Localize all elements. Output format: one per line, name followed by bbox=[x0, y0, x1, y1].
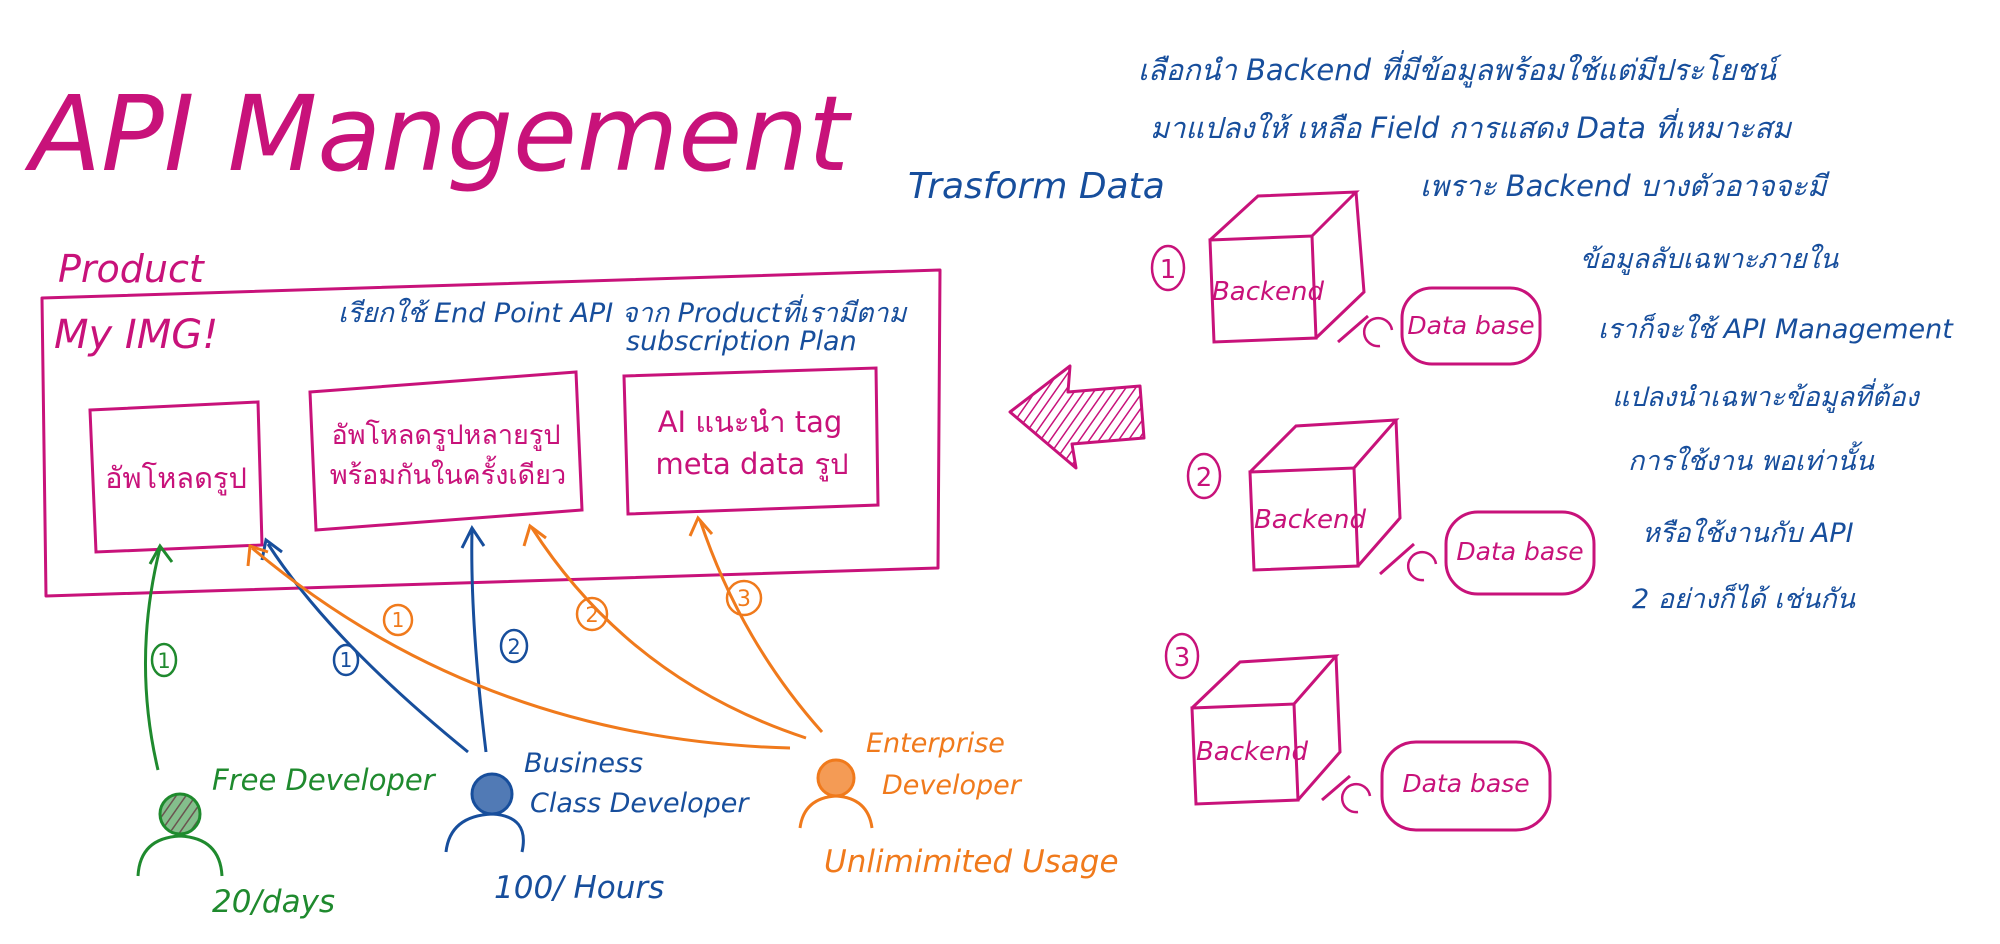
connector-line bbox=[1321, 774, 1351, 802]
arrow-label-circle: 1 bbox=[150, 642, 178, 678]
product-header-line2: subscription Plan bbox=[626, 326, 857, 357]
endpoint-label-line1: AI แนะนำ tag bbox=[658, 405, 843, 439]
arrow-label-circle: 3 bbox=[725, 579, 763, 617]
developer-quota: Unlimimited Usage bbox=[824, 844, 1119, 880]
backend-group-2: 2 Backend Data base bbox=[1186, 418, 1596, 596]
backend-number: 3 bbox=[1174, 643, 1191, 673]
endpoint-label-line2: พร้อมกันในครั้งเดียว bbox=[330, 455, 566, 491]
side-note-line6: 2 อย่างก็ได้ เช่นกัน bbox=[1632, 583, 1857, 615]
arrow-enterprise-to-upload bbox=[251, 546, 791, 750]
backend-label: Backend bbox=[1212, 277, 1325, 307]
svg-text:3: 3 bbox=[737, 587, 751, 612]
endpoint-box-ai-tag: AI แนะนำ tag meta data รูป bbox=[622, 366, 880, 516]
number-circle bbox=[1186, 452, 1222, 500]
backend-group-3: 3 Backend Data base bbox=[1164, 632, 1552, 832]
person-icon bbox=[798, 758, 874, 829]
arrow-free-to-upload bbox=[144, 547, 162, 771]
arrowhead bbox=[460, 525, 486, 549]
product-section-label: Product bbox=[58, 247, 206, 291]
arrow-label-circle: 2 bbox=[499, 628, 529, 664]
database-label: Data base bbox=[1402, 769, 1529, 798]
arrow-business-to-upload bbox=[266, 543, 469, 754]
database-box bbox=[1400, 286, 1542, 366]
side-note-line1: ข้อมูลลับเฉพาะภายใน bbox=[1580, 243, 1840, 276]
arrow-enterprise-to-ai bbox=[698, 519, 824, 733]
svg-text:2: 2 bbox=[585, 603, 598, 627]
connector-line bbox=[1337, 314, 1369, 344]
developer-name-line1: Business bbox=[524, 748, 643, 779]
endpoint-label-line1: อัพโหลดรูปหลายรูป bbox=[332, 420, 561, 451]
diagram-title: API Mangement bbox=[24, 73, 852, 195]
arrow-business-to-multi bbox=[470, 529, 488, 753]
svg-text:1: 1 bbox=[157, 649, 170, 673]
arrowhead bbox=[246, 543, 269, 567]
database-box bbox=[1444, 510, 1596, 596]
person-icon bbox=[444, 772, 525, 853]
server-cube-icon bbox=[1248, 418, 1402, 572]
sync-icon bbox=[1362, 316, 1394, 348]
backend-number: 1 bbox=[1160, 255, 1177, 285]
developer-free: Free Developer 20/days bbox=[136, 763, 437, 920]
server-cube-icon bbox=[1208, 190, 1366, 344]
number-circle bbox=[1150, 244, 1186, 292]
sync-icon bbox=[1340, 782, 1372, 814]
database-box bbox=[1380, 740, 1552, 832]
database-label: Data base bbox=[1456, 537, 1583, 566]
product-header-line1: เรียกใช้ End Point API จาก Productที่เรา… bbox=[338, 294, 907, 329]
developer-name-line1: Enterprise bbox=[866, 728, 1005, 759]
arrowhead bbox=[148, 543, 174, 565]
arrowhead bbox=[688, 515, 714, 537]
side-note-line5: หรือใช้งานกับ API bbox=[1642, 517, 1854, 549]
developer-enterprise: Enterprise Developer Unlimimited Usage bbox=[798, 728, 1119, 880]
developer-name-line2: Developer bbox=[882, 770, 1023, 801]
transform-label: Trasform Data bbox=[908, 166, 1165, 207]
side-note-line2: เราก็จะใช้ API Management bbox=[1598, 313, 1954, 345]
product-name: My IMG! bbox=[54, 312, 218, 358]
endpoint-box-multi-upload: อัพโหลดรูปหลายรูป พร้อมกันในครั้งเดียว bbox=[308, 370, 584, 532]
svg-text:2: 2 bbox=[507, 635, 520, 659]
backend-label: Backend bbox=[1196, 737, 1309, 767]
transform-note-line3: เพราะ Backend บางตัวอาจจะมี bbox=[1420, 169, 1830, 203]
connector-line bbox=[1379, 542, 1415, 576]
arrow-enterprise-to-multi bbox=[530, 527, 807, 740]
sync-icon bbox=[1406, 550, 1438, 582]
endpoint-label: อัพโหลดรูป bbox=[105, 461, 247, 496]
person-icon bbox=[136, 792, 224, 877]
developer-name: Free Developer bbox=[212, 763, 437, 797]
arrow-label-circle: 1 bbox=[382, 603, 414, 637]
backend-group-1: 1 Backend Data base bbox=[1150, 190, 1542, 366]
arrow-label-circle: 1 bbox=[332, 643, 360, 677]
endpoint-box-upload: อัพโหลดรูป bbox=[88, 400, 264, 554]
side-note-line4: การใช้งาน พอเท่านั้น bbox=[1628, 441, 1876, 477]
svg-text:1: 1 bbox=[392, 608, 405, 632]
transform-note-line1: เลือกนำ Backend ที่มีข้อมูลพร้อมใช้แต่มี… bbox=[1138, 50, 1782, 88]
developer-quota: 100/ Hours bbox=[494, 870, 664, 906]
transform-note-line2: มาแปลงให้ เหลือ Field การแสดง Data ที่เห… bbox=[1150, 108, 1793, 145]
transform-arrow-icon bbox=[1008, 364, 1146, 470]
side-note-line3: แปลงนำเฉพาะข้อมูลที่ต้อง bbox=[1612, 378, 1921, 414]
developer-business: Business Class Developer 100/ Hours bbox=[444, 748, 750, 906]
endpoint-label-line2: meta data รูป bbox=[656, 447, 849, 482]
backend-label: Backend bbox=[1254, 505, 1367, 535]
server-cube-icon bbox=[1190, 654, 1342, 806]
product-container bbox=[40, 268, 942, 598]
developer-name-line2: Class Developer bbox=[530, 788, 750, 819]
arrowhead bbox=[522, 523, 547, 547]
arrow-label-circle: 2 bbox=[575, 596, 609, 632]
svg-text:1: 1 bbox=[340, 648, 353, 672]
number-circle bbox=[1164, 632, 1200, 680]
arrowhead bbox=[260, 537, 283, 561]
backend-number: 2 bbox=[1196, 463, 1213, 493]
developer-quota: 20/days bbox=[212, 884, 335, 920]
database-label: Data base bbox=[1407, 311, 1534, 340]
